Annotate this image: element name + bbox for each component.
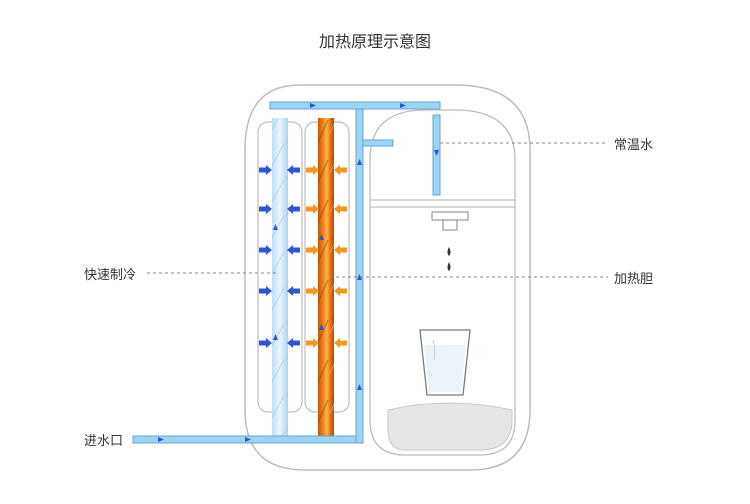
hot-tank-outline [369,109,516,201]
diagram-title: 加热原理示意图 [318,32,431,51]
cup-icon [419,329,471,396]
hot-arrow-right-icon [306,204,319,214]
cold-arrow-right-icon [259,165,272,175]
hot-arrow-group [306,165,347,348]
hot-arrow-right-icon [306,245,319,255]
label-room-temp-water: 常温水 [614,138,654,153]
cold-arrow-left-icon [287,165,300,175]
cold-arrow-right-icon [259,245,272,255]
nozzle-tip [442,219,458,231]
cold-arrow-left-icon [287,338,300,348]
machine-body-outline [244,84,531,471]
hot-arrow-left-icon [334,338,347,348]
cold-arrow-right-icon [259,286,272,296]
nozzle-head [431,211,469,221]
hot-arrow-left-icon [334,204,347,214]
cold-arrow-left-icon [287,286,300,296]
cold-arrow-group [259,165,300,348]
water-drop-icon [447,247,451,271]
cold-arrow-right-icon [259,338,272,348]
hot-arrow-left-icon [334,245,347,255]
hot-arrow-left-icon [334,165,347,175]
flow-arrows [158,103,439,442]
hot-arrow-right-icon [306,165,319,175]
hot-arrow-right-icon [306,286,319,296]
cold-arrow-left-icon [287,204,300,214]
label-water-inlet: 进水口 [84,434,124,449]
hot-arrow-left-icon [334,286,347,296]
cold-arrow-left-icon [287,245,300,255]
dispenser-bay-outline [369,200,516,456]
cold-arrow-right-icon [259,204,272,214]
drip-tray [387,402,513,451]
hot-arrow-right-icon [306,338,319,348]
label-fast-cooling: 快速制冷 [84,268,137,283]
label-heating-tank: 加热胆 [614,272,654,287]
